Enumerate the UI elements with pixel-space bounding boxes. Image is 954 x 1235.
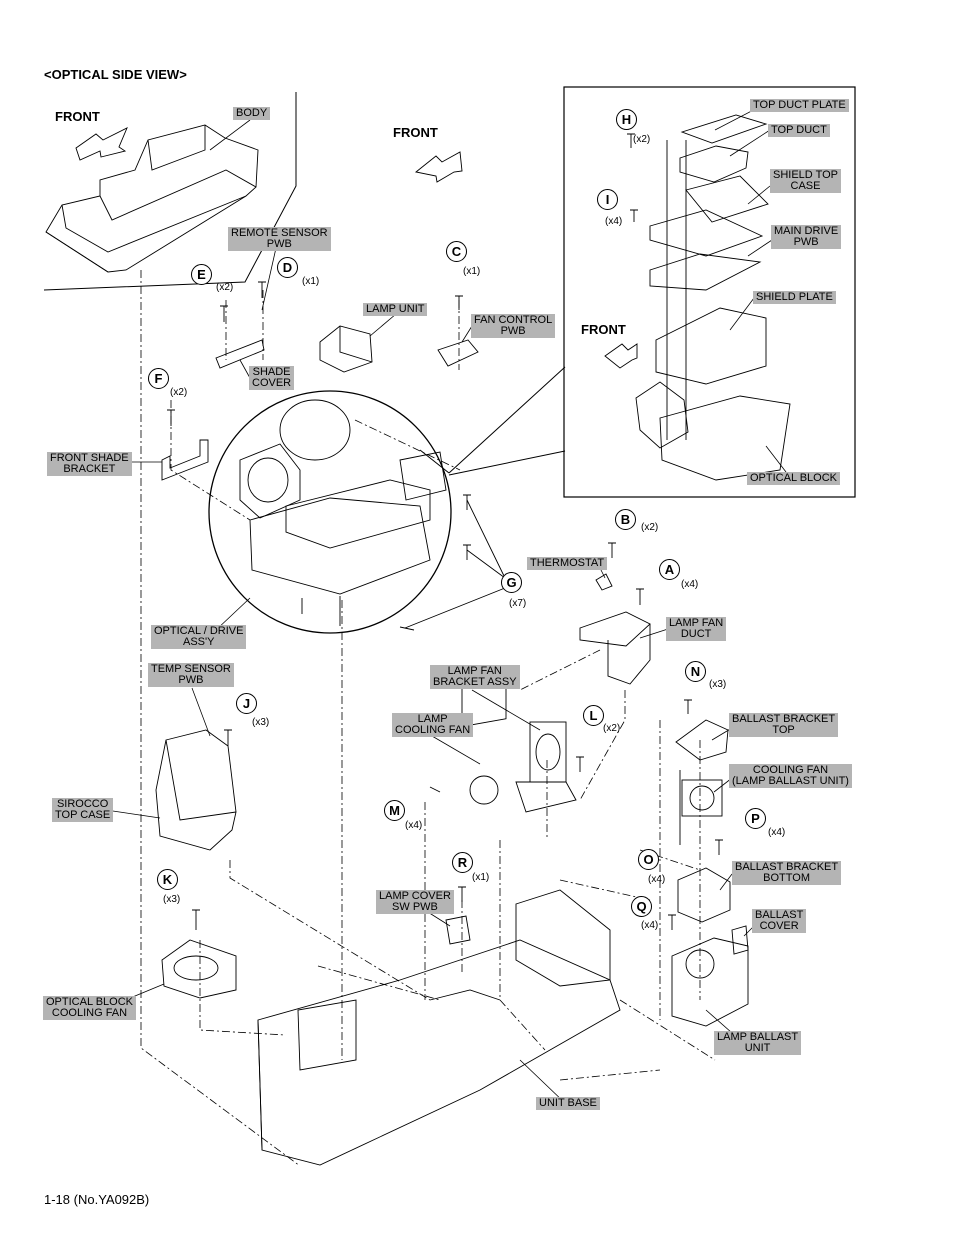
screw-qty-c: (x1) (463, 266, 481, 277)
sirocco-top-case-part (155, 729, 237, 851)
screw-callout-p: P (745, 808, 766, 829)
label-optical-block: OPTICAL BLOCK (747, 472, 841, 485)
cooling-fan-ballast-part (681, 779, 723, 817)
label-body: BODY (233, 107, 271, 120)
screw-callout-q: Q (631, 896, 652, 917)
page-title: <OPTICAL SIDE VIEW> (44, 67, 187, 82)
front-arrow-1 (75, 127, 128, 161)
inset-border (563, 86, 856, 498)
screw-qty-g: (x7) (509, 598, 527, 609)
assembly-lines (140, 270, 716, 1167)
front-label: FRONT (393, 125, 438, 140)
magnify-circle (208, 390, 452, 634)
screw-callout-c: C (446, 241, 467, 262)
ballast-cover-part (731, 925, 749, 955)
front-label: FRONT (55, 109, 100, 124)
label-unit-base: UNIT BASE (536, 1097, 600, 1110)
screw-qty-e: (x2) (216, 282, 234, 293)
label-thermostat: THERMOSTAT (527, 557, 608, 570)
screw-qty-r: (x1) (472, 872, 490, 883)
lamp-fan-duct-part (579, 611, 651, 685)
front-shade-bracket-part (161, 439, 209, 481)
unit-base-part (257, 889, 621, 1166)
label-top-duct: TOP DUCT (768, 124, 830, 137)
screw-qty-q: (x4) (641, 920, 659, 931)
ballast-bracket-top-part (675, 719, 729, 761)
optical-drive-assy-part (239, 443, 447, 626)
screw-callout-a: A (659, 559, 680, 580)
shade-cover-part (215, 339, 265, 369)
ballast-bracket-bottom-part (677, 867, 731, 923)
screw-qty-a: (x4) (681, 579, 699, 590)
screw-qty-h: (x2) (633, 134, 651, 145)
front-arrow-3 (604, 343, 638, 369)
fan-control-pwb-part (437, 339, 479, 367)
screw-qty-p: (x4) (768, 827, 786, 838)
screw-callout-d: D (277, 257, 298, 278)
label-shield-plate: SHIELD PLATE (753, 291, 836, 304)
screw-callout-j: J (236, 693, 257, 714)
screw-callout-n: N (685, 661, 706, 682)
optical-block-cooling-fan-part (161, 939, 237, 999)
screw-qty-f: (x2) (170, 387, 188, 398)
screw-qty-d: (x1) (302, 276, 320, 287)
label-lamp-unit: LAMP UNIT (363, 303, 428, 316)
screw-callout-g: G (501, 572, 522, 593)
screw-drawings (167, 133, 723, 930)
screw-qty-m: (x4) (405, 820, 423, 831)
lamp-cooling-fan-part (461, 678, 507, 805)
screw-callout-f: F (148, 368, 169, 389)
label-cooling-fan-lamp-ballast: COOLING FAN(LAMP BALLAST UNIT) (729, 764, 852, 788)
screw-qty-n: (x3) (709, 679, 727, 690)
page-footer: 1-18 (No.YA092B) (44, 1192, 150, 1207)
screw-callout-h: H (616, 109, 637, 130)
screw-callout-b: B (615, 509, 636, 530)
screw-callout-k: K (157, 869, 178, 890)
lamp-ballast-unit-part (671, 937, 749, 1027)
front-label: FRONT (581, 322, 626, 337)
front-arrow-2 (414, 151, 463, 183)
screw-callout-e: E (191, 264, 212, 285)
thermostat-part (595, 573, 613, 591)
screw-callout-l: L (583, 705, 604, 726)
screw-callout-m: M (384, 800, 405, 821)
inset-parts (635, 114, 791, 481)
screw-qty-b: (x2) (641, 522, 659, 533)
screw-qty-o: (x4) (648, 874, 666, 885)
screw-qty-k: (x3) (163, 894, 181, 905)
screw-qty-i: (x4) (605, 216, 623, 227)
lamp-unit-part (319, 325, 373, 373)
screw-callout-o: O (638, 849, 659, 870)
screw-callout-i: I (597, 189, 618, 210)
lamp-cover-sw-pwb-part (445, 915, 471, 945)
screw-qty-l: (x2) (603, 723, 621, 734)
body-part (45, 124, 259, 273)
screw-callout-r: R (452, 852, 473, 873)
label-top-duct-plate: TOP DUCT PLATE (750, 99, 849, 112)
screw-qty-j: (x3) (252, 717, 270, 728)
lamp-fan-bracket-part (515, 721, 577, 813)
